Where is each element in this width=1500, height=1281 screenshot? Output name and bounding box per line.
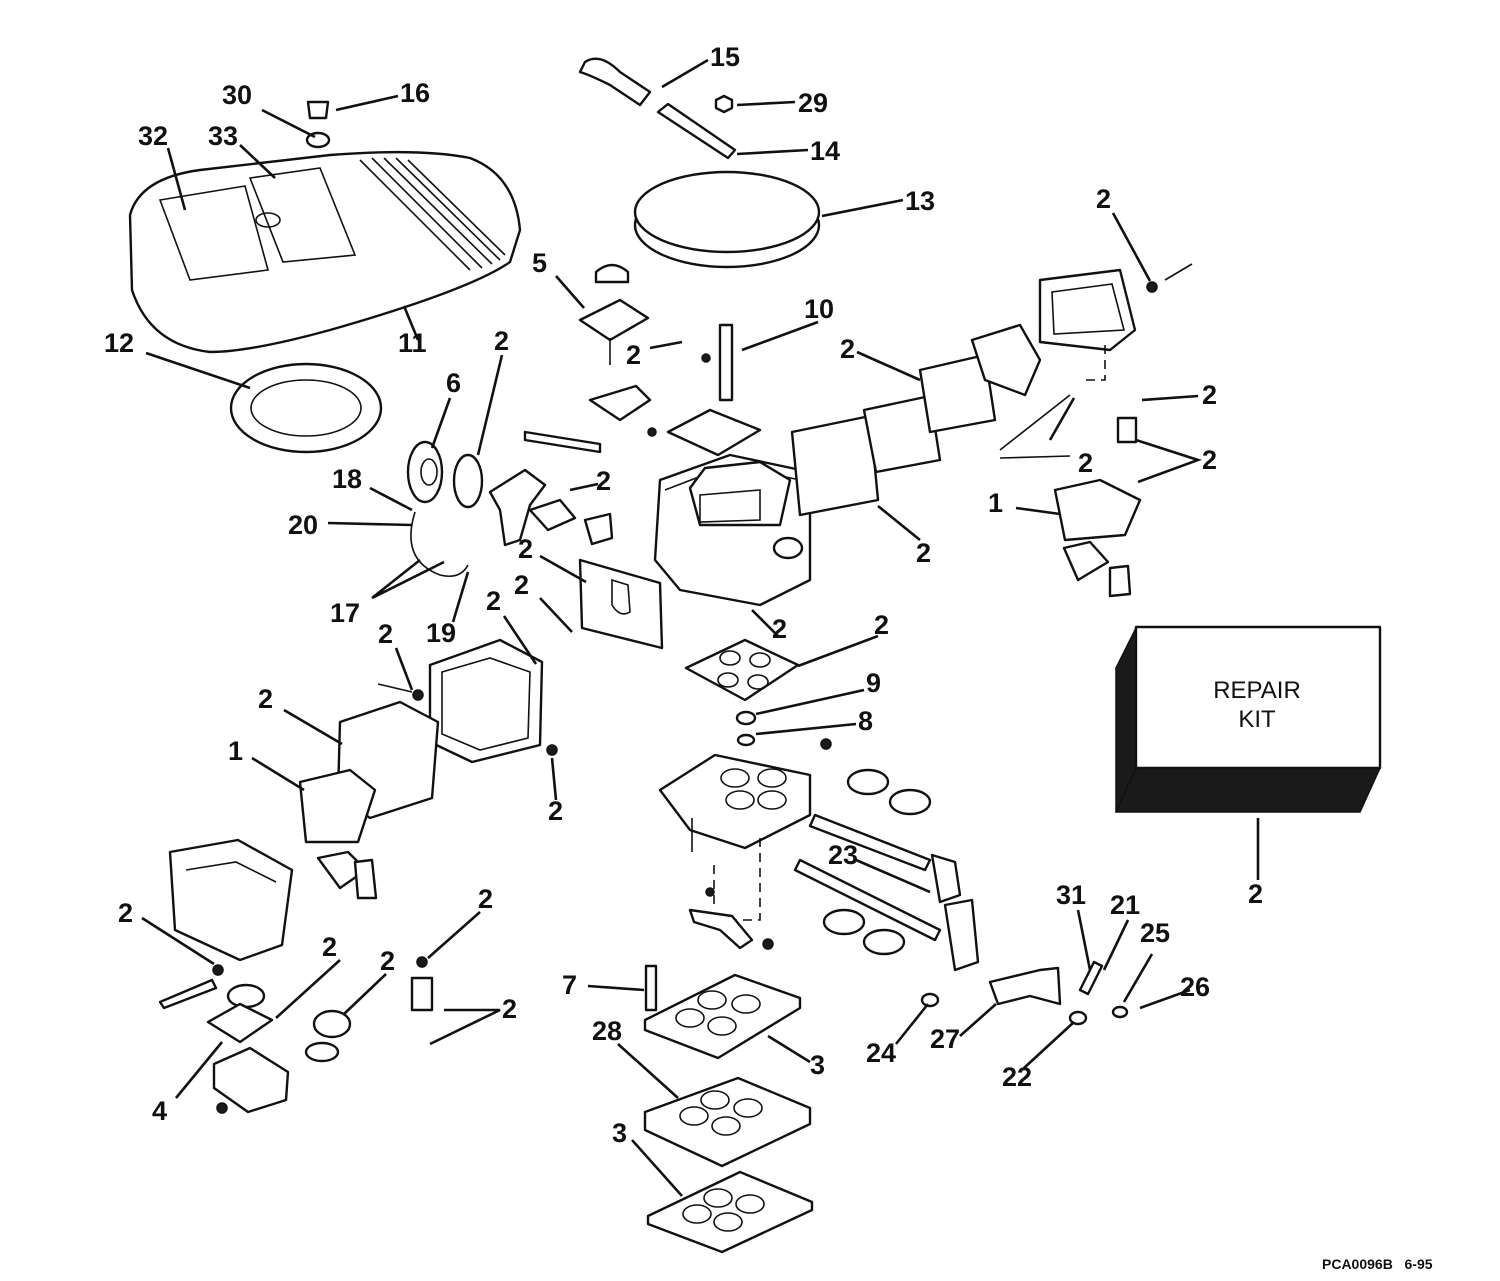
callout-16: 16 xyxy=(400,78,430,108)
callout-2k: 2 xyxy=(514,570,529,600)
callout-2p: 2 xyxy=(258,684,273,714)
callout-28: 28 xyxy=(592,1016,622,1046)
callout-18: 18 xyxy=(332,464,362,494)
callout-22: 22 xyxy=(1002,1062,1032,1092)
callout-2h: 2 xyxy=(1202,445,1217,475)
callout-2w: 2 xyxy=(502,994,517,1024)
callout-3b: 3 xyxy=(612,1118,627,1148)
throttle-body xyxy=(658,753,812,850)
callout-2r: 2 xyxy=(1248,879,1263,909)
callout-33: 33 xyxy=(208,121,238,151)
callout-3a: 3 xyxy=(810,1050,825,1080)
callout-5: 5 xyxy=(532,248,547,278)
repair-kit-box: REPAIR KIT xyxy=(1114,625,1382,813)
callout-8: 8 xyxy=(858,706,873,736)
callout-26: 26 xyxy=(1180,972,1210,1002)
callout-2q: 2 xyxy=(548,796,563,826)
repair-kit-label-line1: REPAIR xyxy=(1213,677,1301,704)
repair-kit-label-line2: KIT xyxy=(1238,706,1276,733)
callout-32: 32 xyxy=(138,121,168,151)
metering-block xyxy=(428,638,544,764)
callout-1b: 1 xyxy=(228,736,243,766)
callout-2t: 2 xyxy=(322,932,337,962)
callout-2l: 2 xyxy=(486,586,501,616)
callout-14: 14 xyxy=(810,136,840,166)
callout-2i: 2 xyxy=(916,538,931,568)
base-gaskets xyxy=(643,973,814,1254)
callout-12: 12 xyxy=(104,328,134,358)
callout-2u: 2 xyxy=(380,946,395,976)
callout-7: 7 xyxy=(562,970,577,1000)
callout-10: 10 xyxy=(804,294,834,324)
callout-11: 11 xyxy=(398,328,427,358)
callout-2d: 2 xyxy=(1096,184,1111,214)
callout-29: 29 xyxy=(798,88,828,118)
revision-date: 6-95 xyxy=(1404,1256,1433,1272)
callout-1a: 1 xyxy=(988,488,1003,518)
parts-artwork xyxy=(128,57,1193,1254)
callout-19: 19 xyxy=(426,618,456,648)
callout-21: 21 xyxy=(1110,890,1140,920)
callout-24: 24 xyxy=(866,1038,896,1068)
callout-30: 30 xyxy=(222,80,252,110)
callout-9: 9 xyxy=(866,668,881,698)
carburetor-body xyxy=(653,453,812,607)
callout-2s: 2 xyxy=(118,898,133,928)
cover-gasket xyxy=(229,362,383,454)
callout-31: 31 xyxy=(1056,880,1086,910)
callout-2e: 2 xyxy=(840,334,855,364)
callouts: 15 29 14 13 16 30 32 33 11 12 5 10 2 6 2… xyxy=(104,42,1263,1148)
callout-25: 25 xyxy=(1140,918,1170,948)
callout-15: 15 xyxy=(710,42,740,72)
callout-23: 23 xyxy=(828,840,858,870)
flame-arrestor-cover xyxy=(128,150,522,354)
callout-2c: 2 xyxy=(596,466,611,496)
callout-2o: 2 xyxy=(874,610,889,640)
callout-17: 17 xyxy=(330,598,360,628)
callout-2v: 2 xyxy=(478,884,493,914)
document-code: PCA0096B xyxy=(1322,1256,1393,1272)
document-reference: PCA0096B 6-95 xyxy=(1322,1256,1433,1272)
callout-2j: 2 xyxy=(518,534,533,564)
callout-2n: 2 xyxy=(378,619,393,649)
callout-2m: 2 xyxy=(772,614,787,644)
callout-13: 13 xyxy=(905,186,935,216)
callout-6: 6 xyxy=(446,368,461,398)
callout-27: 27 xyxy=(930,1024,960,1054)
callout-2g: 2 xyxy=(1078,448,1093,478)
callout-4: 4 xyxy=(152,1096,167,1126)
callout-2f: 2 xyxy=(1202,380,1217,410)
callout-20: 20 xyxy=(288,510,318,540)
callout-2a: 2 xyxy=(626,340,641,370)
leader-lines xyxy=(141,58,1260,1197)
callout-2b: 2 xyxy=(494,326,509,356)
